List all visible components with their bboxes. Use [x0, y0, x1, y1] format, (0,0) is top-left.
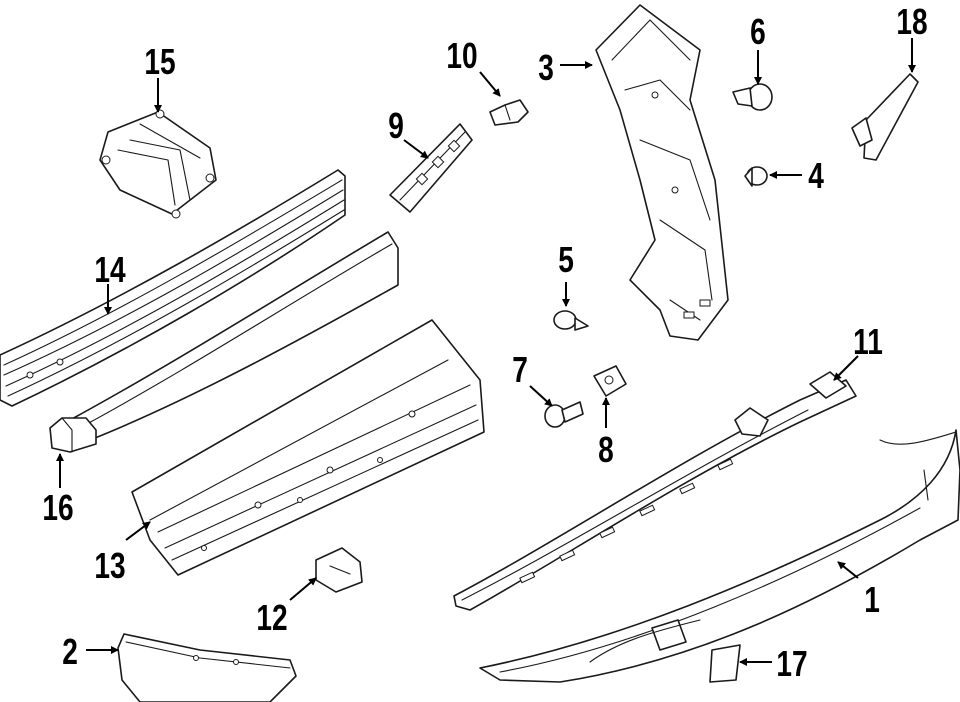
part-8-clip [593, 365, 627, 397]
part-16-absorber [49, 231, 399, 453]
part-5-rivet [553, 310, 589, 331]
part-12-clip [315, 547, 363, 593]
callout-8: 8 [598, 430, 614, 470]
leader-7 [529, 385, 553, 407]
callout-6: 6 [750, 12, 766, 52]
leader-lines [56, 38, 916, 666]
part-7-bolt [544, 401, 584, 428]
callout-11: 11 [853, 322, 883, 362]
part-1-lower-valance [479, 429, 960, 683]
callout-18: 18 [896, 2, 927, 42]
leader-13 [125, 521, 151, 541]
callout-12: 12 [256, 598, 287, 638]
callout-3: 3 [538, 48, 554, 88]
leader-11 [833, 355, 859, 381]
callout-10: 10 [446, 36, 477, 76]
part-17-cover-plate [709, 644, 741, 683]
part-14-reinforcement-beam [0, 169, 346, 407]
part-15-bracket [99, 109, 217, 219]
part-3-side-bracket [595, 4, 729, 341]
callout-5: 5 [558, 240, 574, 280]
callout-16: 16 [42, 488, 73, 528]
callout-15: 15 [144, 42, 175, 82]
callout-7: 7 [512, 350, 528, 390]
callout-4: 4 [808, 156, 824, 196]
callout-14: 14 [94, 250, 125, 290]
leader-10 [479, 71, 501, 97]
part-18-reflector [851, 73, 919, 161]
leader-12 [289, 577, 317, 601]
part-13-cover-upper [131, 319, 485, 576]
callout-9: 9 [388, 106, 404, 146]
leader-9 [403, 139, 429, 159]
callout-labels: 1 2 3 4 5 6 7 8 9 10 11 12 13 14 15 16 1… [42, 2, 927, 684]
part-11-support-rail [453, 371, 857, 611]
part-2-corner-trim [117, 633, 297, 702]
callout-17: 17 [776, 644, 807, 684]
leader-1 [837, 561, 859, 579]
part-9-bracket [389, 123, 473, 213]
callout-1: 1 [864, 580, 880, 620]
part-6-push-nut [732, 83, 773, 111]
part-10-clip [489, 99, 529, 126]
callout-2: 2 [62, 632, 78, 672]
callout-13: 13 [94, 546, 125, 586]
part-4-screw [744, 166, 768, 187]
